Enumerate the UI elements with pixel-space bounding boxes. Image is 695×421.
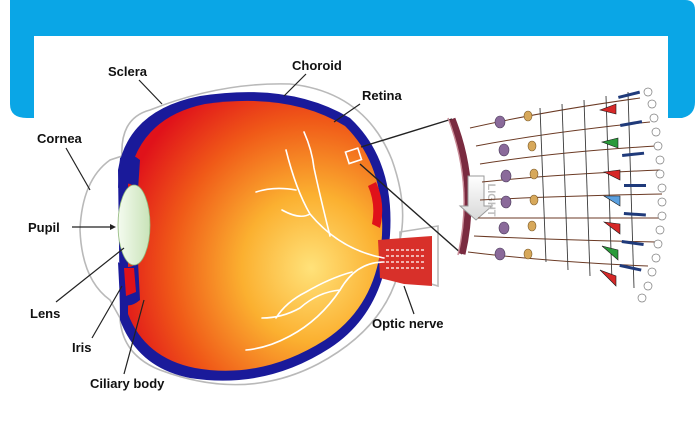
label-pupil: Pupil <box>28 220 60 235</box>
label-ciliary-body: Ciliary body <box>90 376 165 391</box>
label-retina: Retina <box>362 88 403 103</box>
label-optic-nerve: Optic nerve <box>372 316 444 331</box>
label-choroid: Choroid <box>292 58 342 73</box>
label-iris: Iris <box>72 340 92 355</box>
sclera-leader <box>139 80 162 104</box>
optic-nerve-leader <box>404 286 414 314</box>
banner-frame <box>10 0 695 118</box>
label-cornea: Cornea <box>37 131 83 146</box>
inset-inner-band <box>452 119 468 254</box>
label-sclera: Sclera <box>108 64 148 79</box>
lens-shape <box>118 185 150 265</box>
cornea-leader <box>66 148 90 190</box>
optic-nerve-shape <box>378 236 432 286</box>
label-lens: Lens <box>30 306 60 321</box>
ciliary-red <box>124 268 136 296</box>
retina-cell-inset: LIGHT <box>448 88 666 302</box>
